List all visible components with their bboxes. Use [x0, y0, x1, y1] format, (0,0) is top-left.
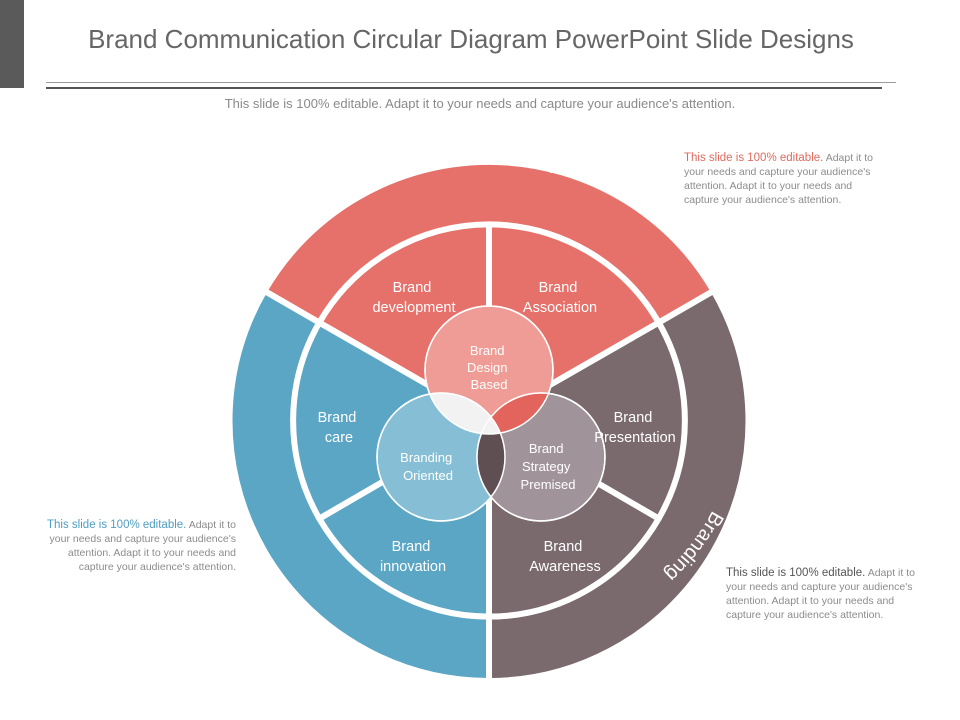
label-brand-innovation: Brand innovation	[380, 539, 446, 575]
label-brand-association: Brand Association	[523, 280, 597, 316]
note-bottom-right: This slide is 100% editable. Adapt it to…	[726, 566, 926, 622]
page-title: Brand Communication Circular Diagram Pow…	[88, 24, 854, 54]
venn-outline-strategy-premised	[476, 392, 606, 522]
venn-outline-design-based	[424, 305, 554, 435]
title-rule-thin	[46, 82, 896, 83]
title-rule-thick	[46, 87, 882, 89]
corner-accent-bar	[0, 0, 24, 88]
label-brand-care: Brand care	[318, 410, 361, 446]
label-brand-development: Brand development	[372, 280, 455, 316]
page-subtitle: This slide is 100% editable. Adapt it to…	[224, 96, 736, 111]
label-brand-presentation: Brand Presentation	[594, 410, 675, 446]
note-highlight: This slide is 100% editable.	[684, 152, 824, 164]
label-branding-oriented: Branding Oriented	[400, 450, 456, 483]
note-body: Adapt it to your needs and capture your …	[49, 519, 236, 573]
note-highlight: This slide is 100% editable.	[726, 567, 866, 579]
label-brand-awareness: Brand Awareness	[529, 539, 600, 575]
note-highlight: This slide is 100% editable.	[47, 519, 187, 531]
note-top-right: This slide is 100% editable. Adapt it to…	[684, 151, 884, 207]
venn-outline-branding-oriented	[376, 392, 506, 522]
label-strategy-premised: Brand Strategy Premised	[521, 441, 576, 492]
venn-overlap-center	[425, 393, 505, 434]
venn-overlap-design-premised	[477, 393, 553, 434]
note-body: Adapt it to your needs and capture your …	[726, 567, 915, 621]
label-design-based: Brand Design Based	[467, 343, 511, 392]
note-body: Adapt it to your needs and capture your …	[684, 152, 873, 206]
note-left: This slide is 100% editable. Adapt it to…	[30, 518, 236, 574]
